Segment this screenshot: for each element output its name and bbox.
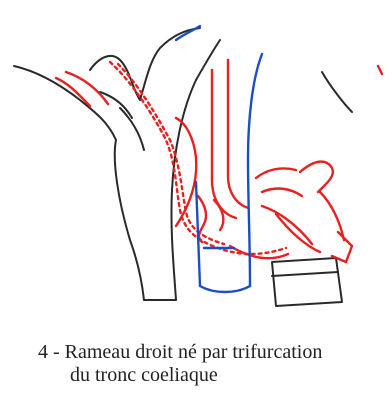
figure-caption-line-1: 4 - Rameau droit né par trifurcation — [38, 341, 385, 363]
anatomy-drawing — [0, 0, 385, 320]
organ-outline — [14, 28, 352, 306]
vein-network — [176, 26, 262, 292]
figure-caption-line-2: du tronc coeliaque — [70, 364, 385, 386]
